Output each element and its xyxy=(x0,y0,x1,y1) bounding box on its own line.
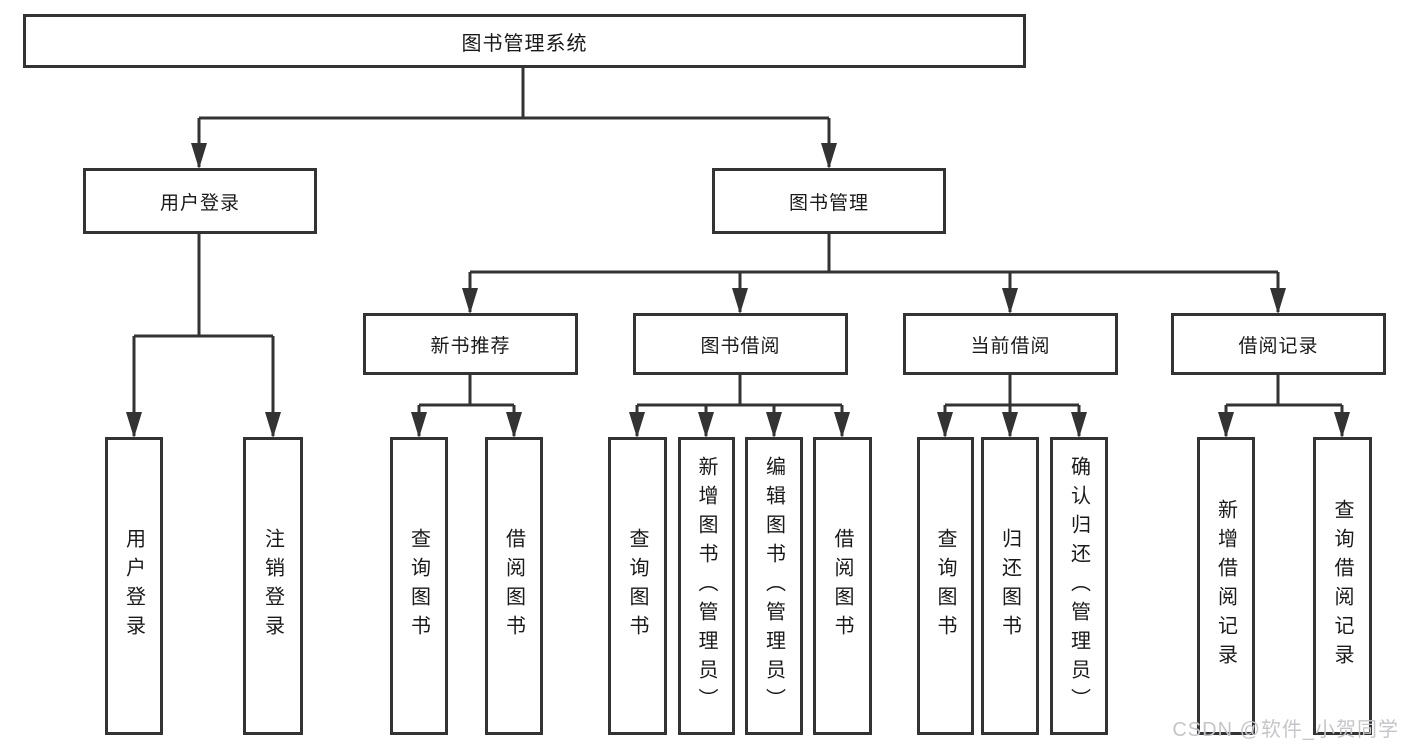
leaf-add-borrow-record: 新增借阅记录 xyxy=(1197,437,1255,735)
leaf-user-login: 用户登录 xyxy=(105,437,163,735)
watermark: CSDN @软件_小贺同学 xyxy=(1172,719,1399,741)
connector-lines xyxy=(132,68,1344,436)
node-root: 图书管理系统 xyxy=(23,14,1026,68)
node-user-login: 用户登录 xyxy=(83,168,317,234)
leaf-query-books-borrowing: 查询图书 xyxy=(608,437,667,735)
node-current-borrowing: 当前借阅 xyxy=(903,313,1118,375)
node-book-management: 图书管理 xyxy=(712,168,946,234)
leaf-add-book-admin: 新增图书（管理员） xyxy=(678,437,735,735)
leaf-query-borrow-record: 查询借阅记录 xyxy=(1313,437,1372,735)
leaf-query-books-current: 查询图书 xyxy=(917,437,974,735)
leaf-query-books-recommend: 查询图书 xyxy=(390,437,448,735)
leaf-borrow-books-recommend: 借阅图书 xyxy=(485,437,543,735)
node-borrowing-records: 借阅记录 xyxy=(1171,313,1386,375)
leaf-logout: 注销登录 xyxy=(243,437,303,735)
leaf-confirm-return-admin: 确认归还（管理员） xyxy=(1050,437,1108,735)
node-book-borrowing: 图书借阅 xyxy=(633,313,848,375)
leaf-borrow-books-borrowing: 借阅图书 xyxy=(813,437,872,735)
leaf-return-books: 归还图书 xyxy=(981,437,1039,735)
node-new-book-recommendation: 新书推荐 xyxy=(363,313,578,375)
leaf-edit-book-admin: 编辑图书（管理员） xyxy=(745,437,803,735)
arrowheads xyxy=(126,143,1350,438)
